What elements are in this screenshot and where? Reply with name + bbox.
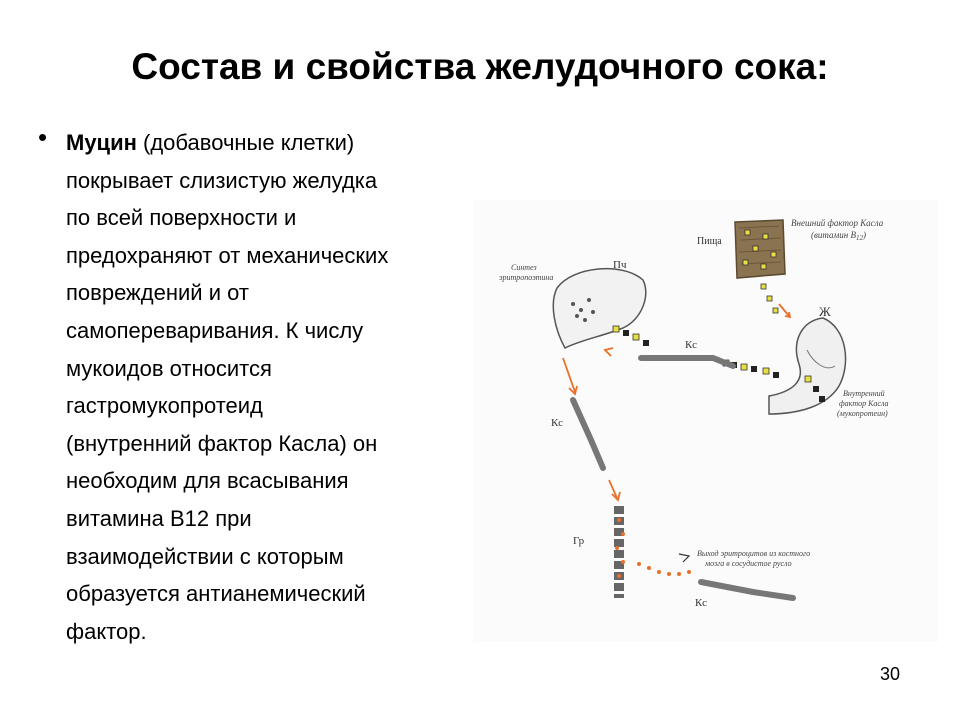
liver-label: Пч: [613, 259, 627, 271]
erythropoiesis-label-1: Синтез: [511, 263, 537, 272]
blood-vessel-middle: [570, 397, 606, 471]
diagram-background: [473, 200, 938, 642]
blood-label-lower: Кс: [695, 597, 707, 609]
text-line: по всей поверхности и: [66, 205, 297, 231]
slide-title: Состав и свойства желудочного сока:: [131, 46, 829, 87]
text-line: фактор.: [66, 618, 147, 644]
page-number: 30: [880, 664, 901, 684]
text-line: покрывает слизистую желудка: [66, 167, 378, 193]
body-paragraph: Муцин (добавочные клетки) покрывает слиз…: [66, 124, 466, 650]
liver-illustration: [552, 267, 647, 349]
extrinsic-factor-dots: [760, 283, 779, 314]
text-line: взаимодействии с которым: [66, 543, 344, 569]
text-line: гастромукопротеид: [66, 393, 263, 419]
extrinsic-factor-label-2: (витамин В12): [811, 230, 866, 242]
arrow-to-liver: [603, 347, 614, 357]
food-label: Пища: [697, 236, 722, 247]
blood-vessel-lower: [698, 579, 796, 601]
mucin-note: (добавочные клетки): [136, 130, 355, 155]
text-line: самопереваривания. К числу: [66, 317, 364, 343]
stomach-label: Ж: [819, 304, 831, 319]
blood-label-middle: Кс: [551, 417, 563, 429]
arrow-liver-down: [562, 357, 576, 393]
mucin-term: Муцин: [66, 130, 137, 155]
text-line-1: Муцин (добавочные клетки): [66, 124, 466, 162]
text-line: образуется антианемический: [66, 581, 366, 607]
text-line: повреждений и от: [66, 280, 249, 306]
text-line: (внутренний фактор Касла) он: [66, 430, 378, 456]
arrow-release: [678, 553, 691, 563]
text-line: необходим для всасывания: [66, 468, 349, 494]
intrinsic-factor-label-2: фактор Касла: [839, 399, 889, 408]
text-line: предохраняют от механических: [66, 242, 389, 268]
text-line: мукоидов относится: [66, 355, 272, 381]
extrinsic-factor-label-1: Внешний фактор Касла: [791, 218, 884, 228]
castle-factor-diagram: Пища Внешний фактор Касла (витамин В12) …: [473, 200, 938, 642]
blood-vessel-upper: [638, 355, 736, 369]
intrinsic-factor-label-1: Внутренний: [843, 389, 885, 398]
bone-marrow-label: Гр: [573, 535, 585, 547]
text-line: витамина В12 при: [66, 505, 252, 531]
bone-marrow-illustration: [614, 506, 625, 598]
arrow-food-to-stomach: [778, 303, 790, 317]
stomach-illustration: [768, 317, 847, 415]
release-label-2: мозга в сосудистое русло: [704, 559, 792, 568]
arrow-to-bone-marrow: [608, 479, 618, 499]
food-block-illustration: [734, 219, 786, 279]
blood-label-upper: Кс: [685, 339, 697, 351]
erythropoiesis-label-2: эритропоэтина: [499, 273, 553, 282]
bullet-marker: •: [38, 122, 48, 152]
release-label-1: Выход эритроцитов из костного: [697, 549, 810, 558]
erythrocyte-release-dots: [637, 562, 691, 576]
intrinsic-factor-label-3: (мукопротеин): [837, 409, 888, 418]
